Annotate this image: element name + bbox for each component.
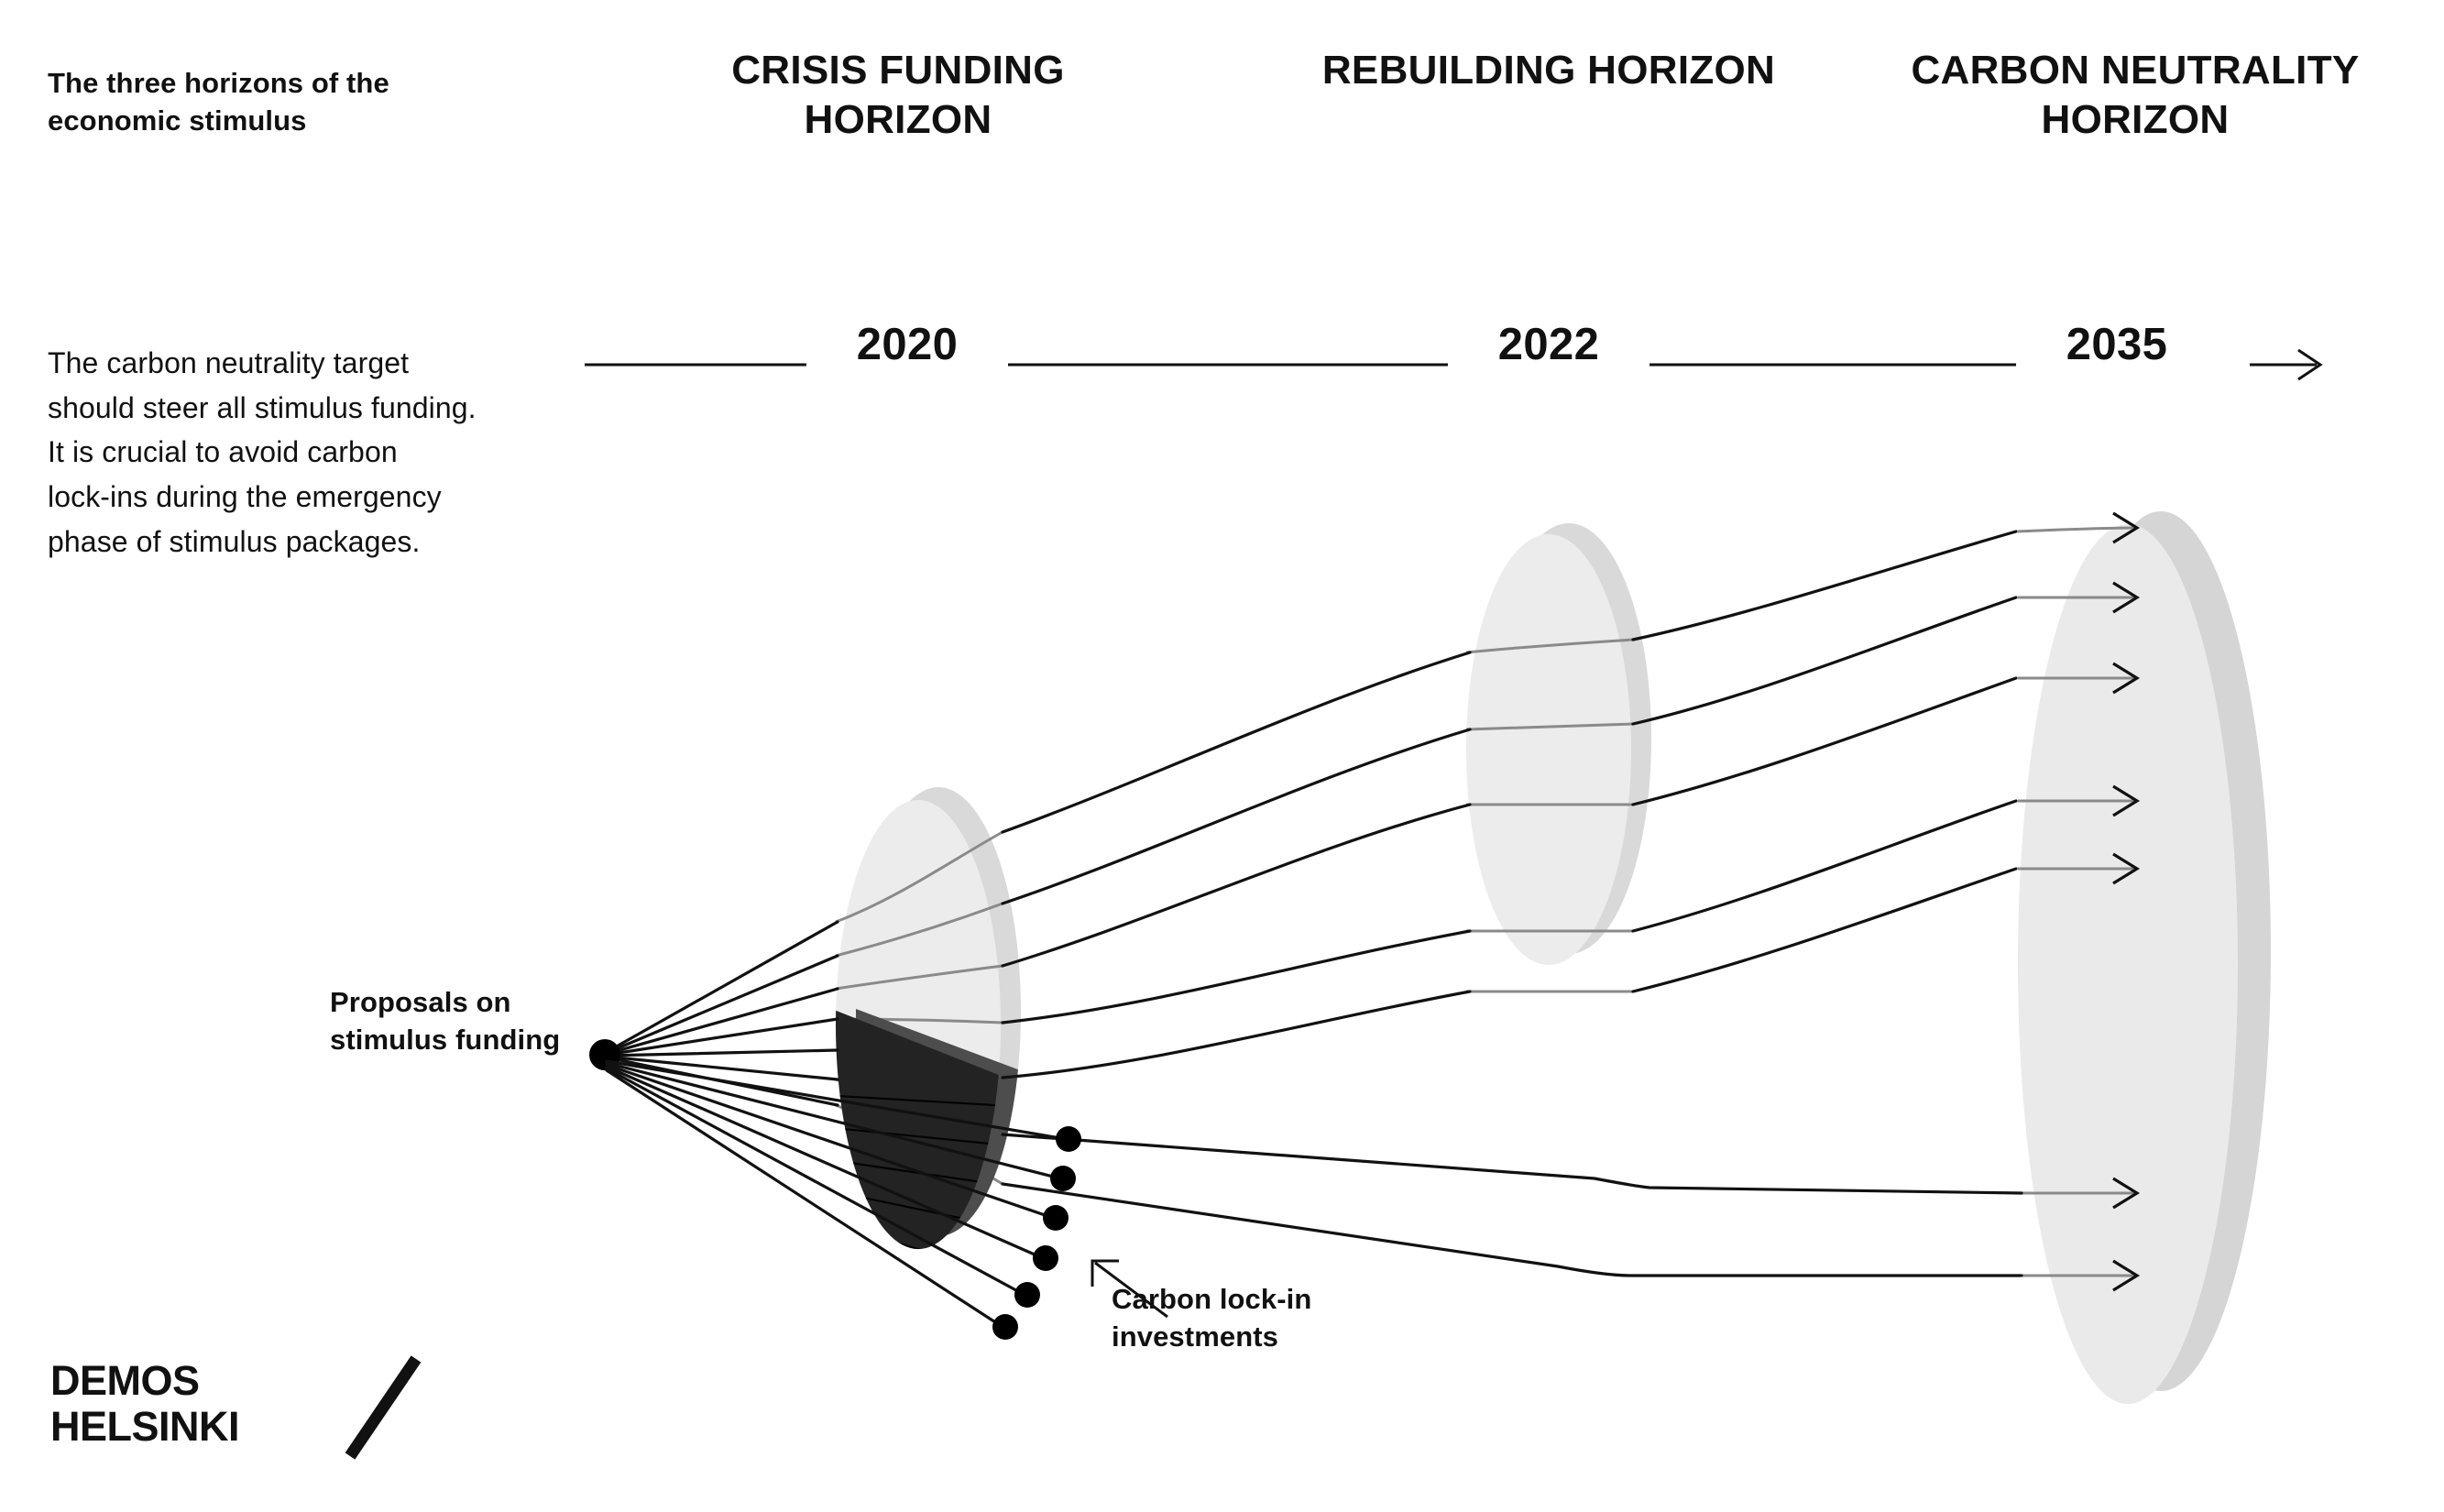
pathway-4-seg3 [1631,799,2018,933]
lockin-path-1 [605,1059,1068,1141]
lockin-dot-2 [1050,1166,1076,1191]
pathway-5-seg2 [1001,990,1472,1079]
pathway-3 [605,987,839,1056]
horizon-title-rebuilding: REBUILDING HORIZON [1321,48,1776,93]
lockin-dot-3 [1043,1205,1069,1231]
brand-line-2: HELSINKI [50,1403,240,1451]
lockin-dot-4 [1033,1245,1058,1271]
lockin-dot-6 [992,1314,1018,1340]
lockin-label: Carbon lock‑in investments [1112,1283,1312,1353]
lockin-path-6 [605,1068,1004,1329]
lockin-dot-1 [1056,1126,1081,1152]
lockin-path-5 [605,1067,1026,1297]
brand-line-1: DEMOS [50,1357,200,1404]
pathway-4-seg2 [1001,929,1472,1024]
arrow-up-left-icon [1090,1259,1168,1319]
pathway-2-seg3 [1631,596,2018,726]
lockin-path-4 [605,1065,1045,1260]
lockin-path-2 [605,1061,1062,1180]
lockin-dot-5 [1014,1282,1040,1308]
lockin-path-3 [605,1063,1055,1220]
pathway-6-seg2 [1001,1133,2023,1195]
slash-icon [345,1355,422,1460]
pathway-1 [605,920,839,1054]
pathway-2 [605,954,839,1055]
lockin-dots [992,1126,1081,1340]
pathway-4 [605,1017,839,1057]
year-label-2022: 2022 [1497,320,1600,369]
origin-label: Proposals on stimulus funding [330,986,561,1056]
year-label-2020: 2020 [856,320,959,369]
disc-front-2035 [2018,524,2238,1404]
intro-paragraph: The carbon neutrality target should stee… [48,346,477,558]
pathway-6 [605,1055,839,1081]
year-label-2035: 2035 [2066,320,2168,369]
page-title: The three horizons of the economic stimu… [48,67,389,137]
horizon-title-carbon-neutrality: CARBON NEUTRALITY HORIZON [1911,48,2360,142]
pathway-1-seg3 [1631,530,2018,641]
pathway-1-seg2 [1001,651,1472,834]
pathway-3-seg3 [1631,676,2018,806]
pathway-2-seg2 [1001,728,1472,905]
brand-logo: DEMOS HELSINKI [50,1357,240,1451]
pathway-3-seg2 [1001,803,1472,968]
pathway-5-seg3 [1631,867,2018,993]
pathway-5 [605,1048,839,1057]
pathway-arrowheads [2112,511,2141,1292]
horizon-title-crisis-funding: CRISIS FUNDING HORIZON [731,48,1065,142]
arrow-right-icon [2297,348,2323,381]
pathway-7-seg2 [1001,1182,2023,1277]
